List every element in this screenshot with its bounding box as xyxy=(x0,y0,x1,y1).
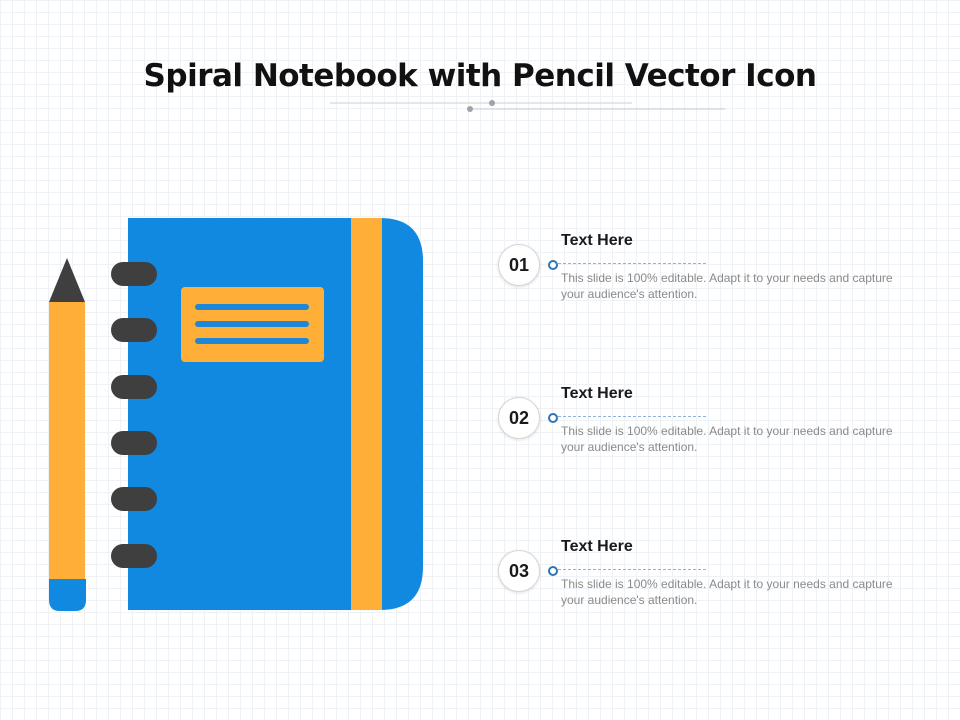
item-number-badge: 02 xyxy=(498,397,540,439)
item-number-badge: 03 xyxy=(498,550,540,592)
item-title: Text Here xyxy=(561,538,633,555)
item-number-badge: 01 xyxy=(498,244,540,286)
item-description: This slide is 100% editable. Adapt it to… xyxy=(561,577,893,607)
spiral-notebook-icon xyxy=(111,218,423,610)
list-item: 02 Text Here This slide is 100% editable… xyxy=(496,385,936,513)
pencil-icon xyxy=(49,258,86,611)
list-item: 01 Text Here This slide is 100% editable… xyxy=(496,232,936,360)
notebook-pencil-illustration xyxy=(49,218,423,611)
slide-title: Spiral Notebook with Pencil Vector Icon xyxy=(143,58,817,94)
connector-dot xyxy=(548,260,558,270)
connector-line xyxy=(558,263,706,264)
connector-line xyxy=(558,416,706,417)
item-description: This slide is 100% editable. Adapt it to… xyxy=(561,424,893,454)
list-item: 03 Text Here This slide is 100% editable… xyxy=(496,538,936,666)
item-title: Text Here xyxy=(561,385,633,402)
item-description: This slide is 100% editable. Adapt it to… xyxy=(561,271,893,301)
connector-line xyxy=(558,569,706,570)
spiral-rings xyxy=(111,262,157,568)
connector-dot xyxy=(548,566,558,576)
item-title: Text Here xyxy=(561,232,633,249)
title-divider xyxy=(330,100,725,112)
connector-dot xyxy=(548,413,558,423)
